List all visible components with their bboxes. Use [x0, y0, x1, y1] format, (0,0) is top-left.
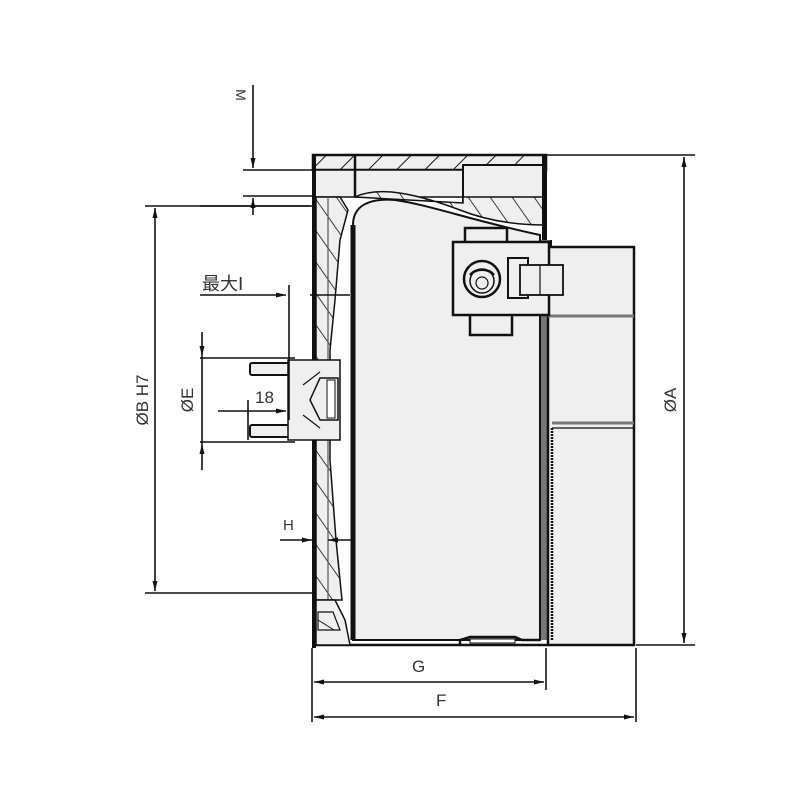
dim-label-diameter-b: ØB H7 — [133, 374, 152, 425]
dim-label-18: 18 — [255, 388, 274, 407]
housing-body — [311, 153, 552, 648]
dim-label-f: F — [436, 691, 446, 710]
dim-label-max-i: 最大I — [202, 274, 243, 295]
dim-label-m: M — [233, 89, 249, 101]
lock-clip — [451, 226, 564, 337]
dimension-lines — [145, 85, 695, 722]
dim-label-h: H — [283, 517, 294, 534]
dim-label-diameter-a: ØA — [661, 387, 680, 412]
dim-label-diameter-e: ØE — [178, 388, 197, 413]
cover-plate — [546, 245, 636, 647]
dim-label-g: G — [412, 657, 425, 676]
connector-pins — [249, 359, 341, 441]
